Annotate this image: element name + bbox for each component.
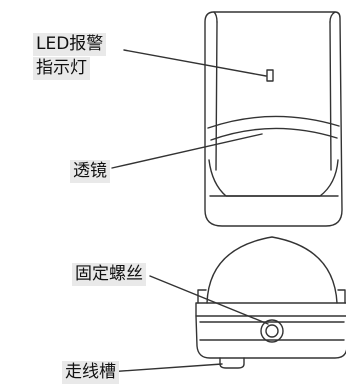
wire-slot-leader-line	[107, 363, 223, 373]
led-leader-line	[123, 49, 267, 77]
sensor-bottom-view	[195, 236, 346, 369]
lens-shape	[208, 159, 339, 197]
wire-slot-notch	[219, 357, 245, 369]
screw-leader-line	[149, 275, 269, 325]
wire-slot-label: 走线槽	[62, 361, 119, 384]
lens-label: 透镜	[70, 160, 110, 183]
led-alarm-label: LED报警	[33, 33, 107, 56]
sensor-front-view	[204, 11, 343, 227]
led-indicator	[266, 69, 274, 82]
fixing-screw-label: 固定螺丝	[72, 263, 146, 286]
lens-leader-line	[111, 133, 263, 169]
indicator-label: 指示灯	[33, 57, 90, 80]
fixing-screw-hole	[260, 319, 284, 343]
